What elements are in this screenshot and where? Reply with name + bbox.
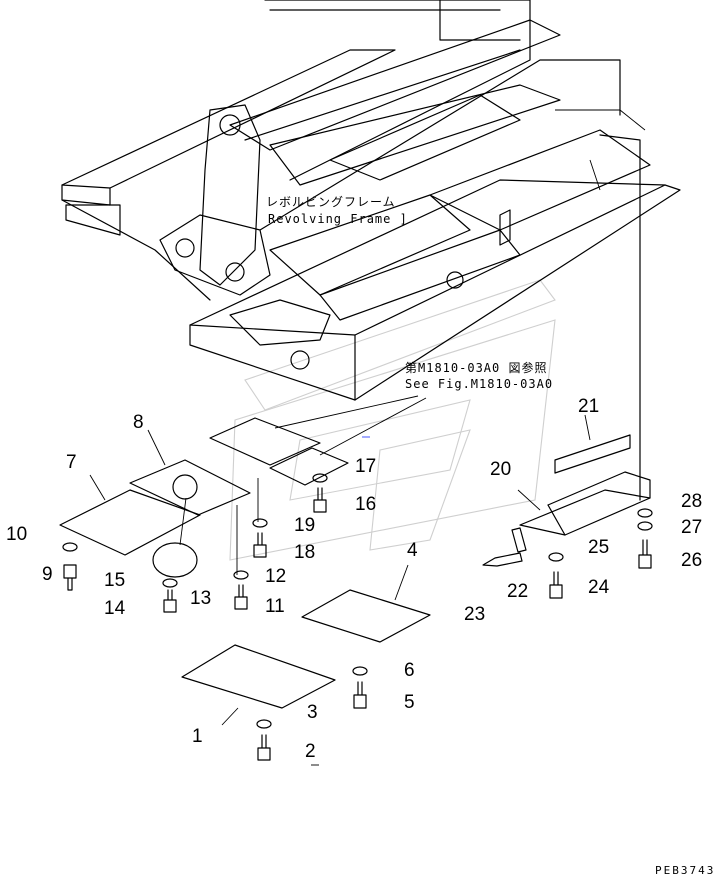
drawing-code: PEB3743 — [655, 864, 715, 877]
cover-13 — [152, 542, 198, 578]
callout-14: 14 — [104, 598, 126, 619]
clip-22 — [511, 527, 527, 553]
callout-19: 19 — [294, 515, 315, 536]
cover-hole-8 — [172, 474, 198, 500]
callout-7: 7 — [66, 452, 77, 473]
callout-1: 1 — [192, 726, 203, 747]
callout-26: 26 — [681, 550, 702, 571]
cover-plate-4 — [301, 589, 431, 643]
cover-plate-21 — [554, 434, 631, 474]
callout-9: 9 — [42, 564, 53, 585]
cover-small-lower — [269, 447, 349, 486]
callout-3: 3 — [307, 702, 318, 723]
callout-24: 24 — [588, 577, 610, 598]
reference-label-jp: 第M1810-03A0 図参照 — [405, 360, 547, 375]
callout-22: 22 — [507, 581, 528, 602]
callout-16: 16 — [355, 494, 376, 515]
callout-25: 25 — [588, 537, 609, 558]
callout-21: 21 — [578, 396, 599, 417]
frame-label-jp: レボルビングフレーム — [266, 195, 396, 209]
callout-8: 8 — [133, 412, 144, 433]
bracket-20-edge — [547, 504, 566, 536]
leader-lines — [89, 414, 591, 726]
bracket-20-top — [547, 471, 651, 506]
callout-28: 28 — [681, 491, 702, 512]
cover-plate-8 — [129, 459, 251, 516]
callout-18: 18 — [294, 542, 315, 563]
callout-10: 10 — [6, 524, 27, 545]
cover-plate-7 — [59, 489, 201, 556]
reference-label-en: See Fig.M1810-03A0 — [405, 377, 553, 391]
callout-6: 6 — [404, 660, 415, 681]
bracket-20-base — [519, 489, 651, 536]
cover-small-upper — [209, 417, 321, 466]
bolts-and-washers — [62, 473, 653, 761]
callout-23: 23 — [464, 604, 485, 625]
callout-12: 12 — [265, 566, 286, 587]
frame-label-en: Revolving Frame ] — [268, 212, 408, 226]
revolving-frame-drawing — [61, 0, 681, 501]
callout-17: 17 — [355, 456, 376, 477]
callout-15: 15 — [104, 570, 125, 591]
watermark — [229, 279, 556, 561]
callout-5: 5 — [404, 692, 415, 713]
reference-leader-2 — [319, 397, 427, 456]
callout-20: 20 — [490, 459, 511, 480]
callout-13: 13 — [190, 588, 211, 609]
callout-11: 11 — [265, 596, 285, 617]
cover-plate-1 — [181, 644, 336, 709]
callout-2: 2 — [305, 741, 316, 762]
callout-numbers: 1 2 3 4 5 6 7 8 9 10 11 12 13 14 15 16 1… — [6, 396, 702, 762]
cover-plates — [59, 417, 651, 709]
callout-27: 27 — [681, 517, 702, 538]
callout-4: 4 — [407, 540, 418, 561]
reference-leader-1 — [274, 395, 419, 429]
